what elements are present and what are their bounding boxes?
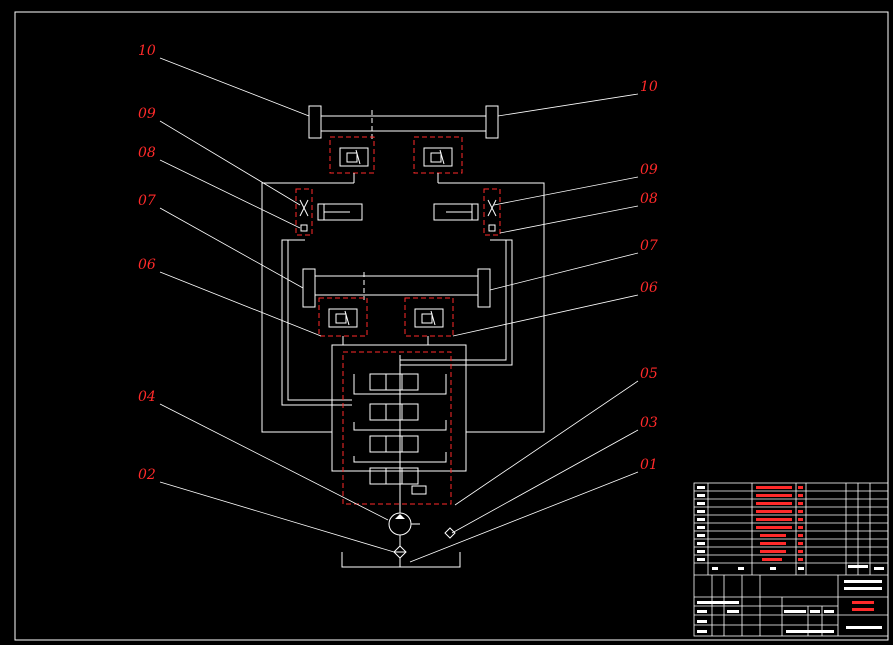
callout-label: 08 [138, 145, 156, 161]
callout-label: 10 [640, 79, 658, 95]
callout-label: 03 [640, 415, 658, 431]
spool-valves [369, 373, 419, 485]
drawing-border [14, 11, 889, 641]
callout-label: 06 [138, 257, 156, 273]
callout-label: 05 [640, 366, 658, 382]
title-area [694, 575, 888, 636]
callout-labels: 10 09 08 07 06 04 02 10 09 08 07 06 05 0… [138, 43, 658, 483]
top-cylinders [308, 105, 499, 140]
leader-lines [159, 57, 639, 563]
title-block [693, 482, 889, 637]
callout-label: 07 [138, 193, 156, 209]
outer-piping-frame [261, 182, 545, 433]
callout-label: 02 [138, 467, 156, 483]
callout-label: 10 [138, 43, 156, 59]
top-relief-valves [329, 136, 463, 183]
callout-label: 04 [138, 389, 156, 405]
callout-label: 09 [640, 162, 658, 178]
callout-label: 07 [640, 238, 658, 254]
callout-label: 08 [640, 191, 658, 207]
valve-block [331, 344, 467, 505]
callout-label: 01 [640, 457, 658, 473]
pump-and-tank [341, 505, 461, 568]
internal-piping [281, 239, 513, 406]
lower-relief-valves [318, 297, 454, 337]
lower-cylinders [302, 268, 491, 308]
middle-cylinders [295, 188, 501, 236]
callout-label: 06 [640, 280, 658, 296]
callout-label: 09 [138, 106, 156, 122]
parts-list [694, 483, 888, 576]
